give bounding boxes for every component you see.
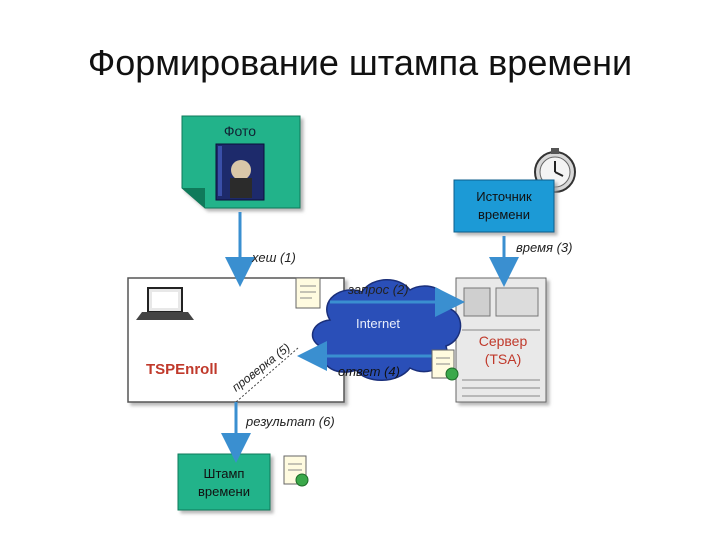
- stamp-label-1: Штамп: [204, 466, 245, 481]
- photo-thumbnail-icon: [215, 143, 265, 201]
- client-label: TSPEnroll: [146, 361, 218, 378]
- response-document-icon: [431, 349, 459, 381]
- stamp-box: Штамп времени: [177, 453, 271, 511]
- stamp-label-2: времени: [198, 484, 250, 499]
- time-label: время (3): [516, 240, 572, 255]
- response-label: ответ (4): [338, 364, 400, 379]
- slide-title: Формирование штампа времени: [87, 42, 633, 83]
- time-source-label-1: Источник: [476, 189, 532, 204]
- server-box: Сервер (TSA): [455, 277, 547, 403]
- time-source-box: Источник времени: [453, 179, 555, 233]
- verify-line: [235, 347, 299, 403]
- photo-box-label: Фото: [224, 123, 256, 139]
- laptop-icon: [136, 287, 194, 320]
- photo-box: Фото: [181, 115, 301, 209]
- internet-label: Internet: [356, 316, 400, 331]
- request-document-icon: [295, 277, 321, 309]
- request-label: запрос (2): [347, 282, 409, 297]
- hash-label: хеш (1): [251, 250, 296, 265]
- server-label-1: Сервер: [479, 333, 528, 349]
- server-label-2: (TSA): [485, 351, 522, 367]
- time-source-label-2: времени: [478, 207, 530, 222]
- result-label: результат (6): [245, 414, 335, 429]
- stamp-document-icon: [283, 455, 309, 487]
